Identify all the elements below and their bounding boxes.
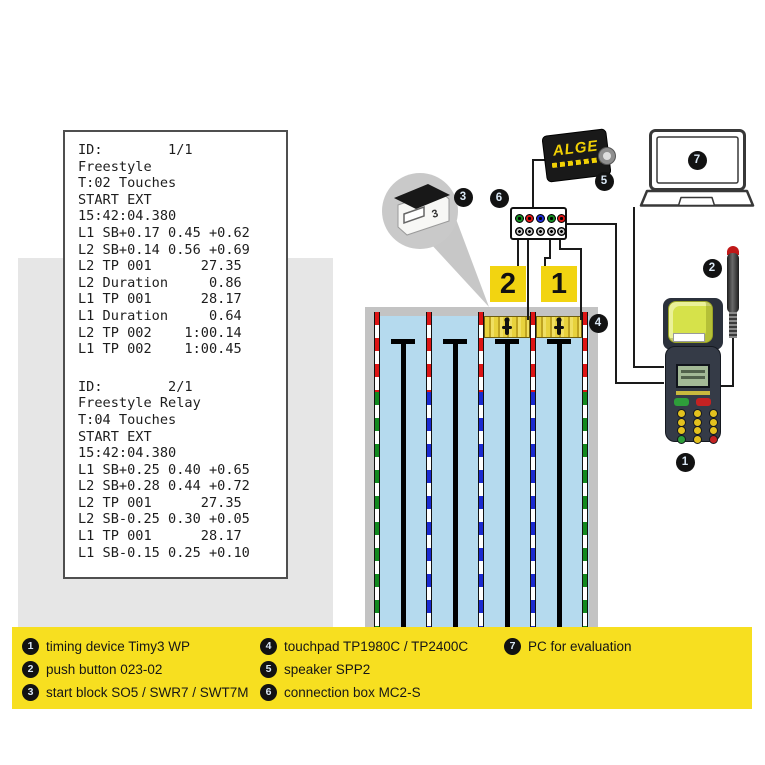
- lane-rope: [426, 312, 432, 627]
- legend-label-4: touchpad TP1980C / TP2400C: [284, 638, 469, 654]
- lane-rope-color-section: [375, 392, 379, 627]
- touchpad-1: [536, 316, 582, 338]
- legend-bar: 1 timing device Timy3 WP 2 push button 023-…: [12, 627, 752, 709]
- legend-label-1: timing device Timy3 WP: [46, 638, 191, 654]
- lane-t-mark-stem: [505, 339, 510, 627]
- connector-socket-bottom: [525, 227, 534, 236]
- cables: [517, 159, 734, 387]
- push-button: [727, 246, 739, 338]
- timy-keypad-button: [709, 434, 718, 444]
- legend-badge-5: 5: [260, 660, 277, 678]
- connector-socket-bottom: [515, 227, 524, 236]
- lane-rope-color-section: [479, 392, 483, 627]
- connector-socket-top: [525, 214, 534, 223]
- lane-rope: [530, 312, 536, 627]
- connection-box: [510, 207, 567, 240]
- lane-rope-red-section: [427, 312, 431, 392]
- legend-item-1: 1 timing device Timy3 WP: [22, 637, 190, 655]
- touchpad-2: [484, 316, 530, 338]
- push-button-body: [727, 253, 739, 313]
- connector-socket-top: [536, 214, 545, 223]
- lane-rope-red-section: [375, 312, 379, 392]
- legend-item-7: 7 PC for evaluation: [504, 637, 632, 655]
- cable-laptop-to-timy: [633, 207, 664, 368]
- legend-badge-2: 2: [22, 660, 39, 678]
- lane-rope-color-section: [427, 392, 431, 627]
- legend-badge-1: 1: [22, 637, 39, 655]
- connector-socket-bottom: [547, 227, 556, 236]
- timy-key-green: [674, 398, 689, 406]
- legend-label-6: connection box MC2-S: [284, 684, 421, 700]
- lane-t-mark-stem: [401, 339, 406, 627]
- timy-display: [676, 364, 710, 388]
- legend-item-3: 3 start block SO5 / SWR7 / SWT7M: [22, 683, 249, 701]
- legend-badge-4: 4: [260, 637, 277, 655]
- start-block-illustration: 3: [394, 184, 450, 236]
- timy-keypad-button: [693, 409, 702, 418]
- connector-socket-bottom: [536, 227, 545, 236]
- magnifier-tail: [430, 219, 489, 307]
- legend-item-5: 5 speaker SPP2: [260, 660, 370, 678]
- speaker-horn: [598, 147, 616, 165]
- push-button-thread: [729, 312, 737, 338]
- lane-tag-1: 1: [541, 266, 577, 302]
- cable-button-to-timy: [721, 338, 734, 387]
- diagram-badge-5: 5: [594, 171, 614, 191]
- connector-socket-bottom: [557, 227, 566, 236]
- timy-keypad-button: [677, 434, 686, 444]
- timy-paper-slot: [673, 333, 705, 342]
- cable-connbox-to-timy: [567, 223, 664, 384]
- lane-rope-red-section: [531, 312, 535, 392]
- lane-t-mark-stem: [453, 339, 458, 627]
- timy-keypad-button: [709, 426, 718, 435]
- connector-socket-top: [547, 214, 556, 223]
- lane-t-mark-stem: [557, 339, 562, 627]
- legend-item-2: 2 push button 023-02: [22, 660, 162, 678]
- legend-badge-7: 7: [504, 637, 521, 655]
- diagram-badge-1: 1: [675, 452, 695, 472]
- lane-rope: [374, 312, 380, 627]
- timy-key-red: [696, 398, 711, 406]
- printout-block-1: ID: 1/1 Freestyle T:02 Touches START EXT…: [78, 142, 250, 358]
- legend-label-3: start block SO5 / SWR7 / SWT7M: [46, 684, 249, 700]
- timy-keypad-button: [693, 434, 702, 444]
- cable-connbox-to-pad2: [559, 240, 582, 320]
- laptop-trackpad: [677, 196, 716, 207]
- legend-label-2: push button 023-02: [46, 661, 163, 677]
- diagram-badge-4: 4: [588, 313, 608, 333]
- touchpad-marker: [554, 317, 564, 335]
- printout-paper: ID: 1/1 Freestyle T:02 Touches START EXT…: [63, 130, 288, 579]
- timy-keypad-button: [693, 426, 702, 435]
- touchpad-marker: [502, 317, 512, 335]
- diagram-badge-3: 3: [453, 187, 473, 207]
- legend-badge-6: 6: [260, 683, 277, 701]
- timy-keypad-button: [709, 409, 718, 418]
- lane-rope-red-section: [583, 312, 587, 392]
- printout-block-2: ID: 2/1 Freestyle Relay T:04 Touches STA…: [78, 378, 250, 561]
- connector-socket-top: [557, 214, 566, 223]
- cable-connbox-to-tag1: [544, 240, 551, 267]
- lane-tag-2: 2: [490, 266, 526, 302]
- lane-rope: [582, 312, 588, 627]
- timing-device: [663, 298, 723, 444]
- diagram-badge-2: 2: [702, 258, 722, 278]
- legend-item-4: 4 touchpad TP1980C / TP2400C: [260, 637, 468, 655]
- push-button-cap: [727, 246, 739, 255]
- legend-item-6: 6 connection box MC2-S: [260, 683, 421, 701]
- lane-rope-color-section: [583, 392, 587, 627]
- legend-label-7: PC for evaluation: [528, 638, 632, 654]
- diagram-badge-6: 6: [489, 188, 509, 208]
- legend-label-5: speaker SPP2: [284, 661, 371, 677]
- start-block-number: 3: [431, 208, 440, 221]
- timy-keypad-button: [677, 426, 686, 435]
- lane-rope-color-section: [531, 392, 535, 627]
- lane-rope-red-section: [479, 312, 483, 392]
- lane-rope: [478, 312, 484, 627]
- timy-label-strip: [676, 391, 710, 395]
- legend-badge-3: 3: [22, 683, 39, 701]
- connector-socket-top: [515, 214, 524, 223]
- timy-keypad-button: [677, 409, 686, 418]
- diagram-badge-7: 7: [687, 150, 707, 170]
